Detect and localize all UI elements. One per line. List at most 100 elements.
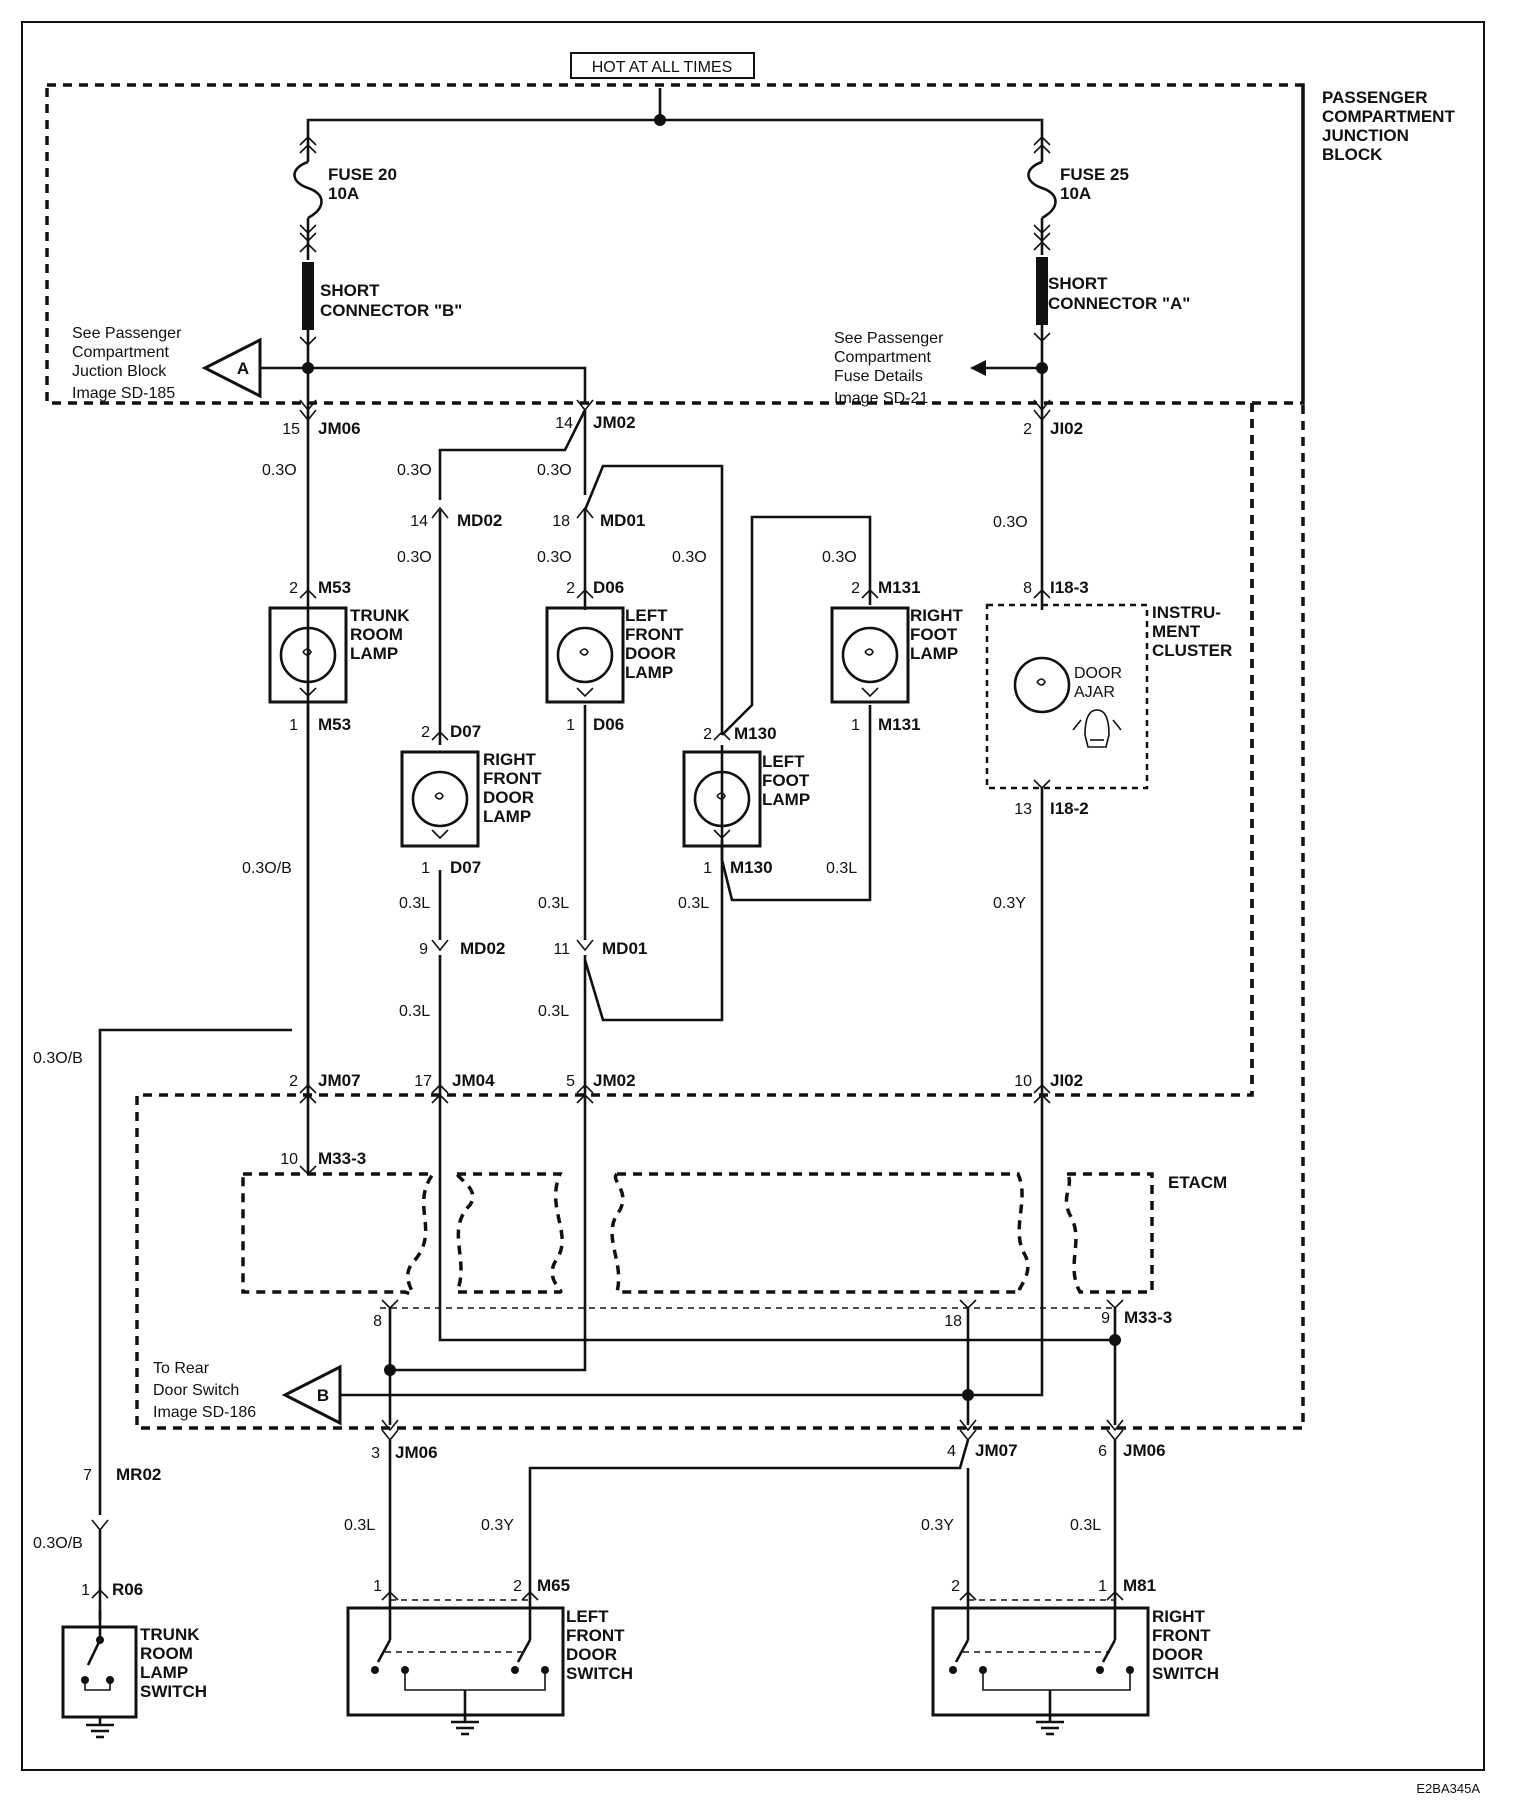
svg-text:Fuse Details: Fuse Details bbox=[834, 368, 923, 385]
svg-text:RIGHT: RIGHT bbox=[483, 750, 537, 769]
svg-text:DOOR: DOOR bbox=[1074, 665, 1122, 682]
svg-text:LAMP: LAMP bbox=[483, 807, 531, 826]
svg-text:2: 2 bbox=[289, 580, 298, 597]
fuse-20 bbox=[293, 160, 323, 220]
svg-text:JM07: JM07 bbox=[975, 1441, 1018, 1460]
svg-text:I18-2: I18-2 bbox=[1050, 799, 1089, 818]
instrument-cluster-box bbox=[985, 603, 1149, 790]
short-connector-b bbox=[302, 262, 314, 330]
svg-text:MD02: MD02 bbox=[460, 939, 505, 958]
ref-fuse-text: See Passenger Compartment Fuse Details I… bbox=[834, 330, 944, 407]
svg-text:DOOR: DOOR bbox=[625, 644, 676, 663]
svg-text:10: 10 bbox=[280, 1151, 298, 1168]
svg-text:0.3L: 0.3L bbox=[399, 1003, 430, 1020]
svg-text:See Passenger: See Passenger bbox=[72, 325, 182, 342]
pin-labels: 15 JM06 14 JM02 2 JI02 14 MD02 18 MD01 2… bbox=[81, 413, 1172, 1599]
svg-text:INSTRU-: INSTRU- bbox=[1152, 603, 1221, 622]
trunk-room-lamp-switch bbox=[61, 1610, 138, 1739]
svg-text:0.3O: 0.3O bbox=[537, 549, 572, 566]
svg-text:M130: M130 bbox=[730, 858, 773, 877]
svg-text:0.3O: 0.3O bbox=[537, 462, 572, 479]
svg-text:DOOR: DOOR bbox=[566, 1645, 617, 1664]
svg-text:0.3O/B: 0.3O/B bbox=[242, 860, 292, 877]
svg-text:LAMP: LAMP bbox=[350, 644, 398, 663]
svg-text:8: 8 bbox=[1023, 580, 1032, 597]
svg-text:ROOM: ROOM bbox=[140, 1644, 193, 1663]
left-front-door-lamp bbox=[545, 606, 625, 704]
svg-text:0.3Y: 0.3Y bbox=[921, 1517, 954, 1534]
svg-text:0.3L: 0.3L bbox=[538, 1003, 569, 1020]
fuse20-rating: 10A bbox=[328, 184, 359, 203]
left-front-door-switch bbox=[346, 1599, 565, 1736]
svg-text:13: 13 bbox=[1014, 801, 1032, 818]
svg-text:FOOT: FOOT bbox=[762, 771, 810, 790]
svg-text:LAMP: LAMP bbox=[625, 663, 673, 682]
svg-text:1: 1 bbox=[421, 860, 430, 877]
svg-text:2: 2 bbox=[951, 1578, 960, 1595]
svg-text:2: 2 bbox=[1023, 421, 1032, 438]
ref-b-letter: B bbox=[317, 1386, 329, 1405]
svg-text:MD01: MD01 bbox=[600, 511, 645, 530]
svg-text:JM06: JM06 bbox=[318, 419, 361, 438]
svg-text:TRUNK: TRUNK bbox=[140, 1625, 200, 1644]
svg-text:FRONT: FRONT bbox=[483, 769, 542, 788]
svg-text:COMPARTMENT: COMPARTMENT bbox=[1322, 107, 1455, 126]
svg-text:See Passenger: See Passenger bbox=[834, 330, 944, 347]
shorta-line2: CONNECTOR "A" bbox=[1048, 294, 1190, 313]
svg-text:Image SD-21: Image SD-21 bbox=[834, 390, 928, 407]
svg-text:PASSENGER: PASSENGER bbox=[1322, 88, 1428, 107]
svg-text:JM04: JM04 bbox=[452, 1071, 495, 1090]
svg-text:LAMP: LAMP bbox=[762, 790, 810, 809]
svg-text:M53: M53 bbox=[318, 715, 351, 734]
right-foot-lamp bbox=[830, 606, 910, 704]
right-front-door-switch bbox=[931, 1599, 1150, 1736]
etacm-label: ETACM bbox=[1168, 1173, 1227, 1192]
svg-text:0.3Y: 0.3Y bbox=[993, 895, 1026, 912]
svg-text:JUNCTION: JUNCTION bbox=[1322, 126, 1409, 145]
svg-text:2: 2 bbox=[421, 724, 430, 741]
svg-text:M33-3: M33-3 bbox=[1124, 1308, 1172, 1327]
svg-text:DOOR: DOOR bbox=[483, 788, 534, 807]
svg-text:Door Switch: Door Switch bbox=[153, 1382, 239, 1399]
svg-text:SWITCH: SWITCH bbox=[140, 1682, 207, 1701]
hot-label: HOT AT ALL TIMES bbox=[592, 59, 733, 76]
svg-text:LAMP: LAMP bbox=[140, 1663, 188, 1682]
svg-text:TRUNK: TRUNK bbox=[350, 606, 410, 625]
ref-b-text: To Rear Door Switch Image SD-186 bbox=[153, 1360, 256, 1421]
shortb-line1: SHORT bbox=[320, 281, 380, 300]
svg-text:1: 1 bbox=[373, 1578, 382, 1595]
svg-text:FRONT: FRONT bbox=[566, 1626, 625, 1645]
svg-text:1: 1 bbox=[1098, 1578, 1107, 1595]
svg-text:18: 18 bbox=[552, 513, 570, 530]
left-foot-lamp bbox=[682, 750, 762, 848]
svg-text:JM02: JM02 bbox=[593, 1071, 636, 1090]
svg-text:JM06: JM06 bbox=[1123, 1441, 1166, 1460]
door-ajar-lamp bbox=[1013, 656, 1071, 714]
svg-text:10: 10 bbox=[1014, 1073, 1032, 1090]
svg-text:Compartment: Compartment bbox=[834, 349, 931, 366]
rf-foot-lamp-label: RIGHT FOOT LAMP bbox=[910, 606, 964, 663]
svg-text:2: 2 bbox=[513, 1578, 522, 1595]
svg-text:1: 1 bbox=[289, 717, 298, 734]
footer-code: E2BA345A bbox=[1416, 1781, 1480, 1796]
fuse-details-arrow bbox=[970, 360, 986, 376]
right-front-door-lamp bbox=[400, 750, 480, 848]
svg-text:1: 1 bbox=[851, 717, 860, 734]
svg-text:0.3O: 0.3O bbox=[672, 549, 707, 566]
svg-text:MD01: MD01 bbox=[602, 939, 647, 958]
page-frame bbox=[21, 21, 1485, 1771]
svg-text:Compartment: Compartment bbox=[72, 344, 169, 361]
svg-text:To Rear: To Rear bbox=[153, 1360, 210, 1377]
lf-door-lamp-label: LEFT FRONT DOOR LAMP bbox=[625, 606, 684, 682]
svg-text:JI02: JI02 bbox=[1050, 1071, 1083, 1090]
svg-text:1: 1 bbox=[81, 1582, 90, 1599]
svg-text:2: 2 bbox=[289, 1073, 298, 1090]
svg-text:6: 6 bbox=[1098, 1443, 1107, 1460]
svg-text:JM06: JM06 bbox=[395, 1443, 438, 1462]
svg-text:MD02: MD02 bbox=[457, 511, 502, 530]
svg-text:0.3L: 0.3L bbox=[1070, 1517, 1101, 1534]
svg-text:JM02: JM02 bbox=[593, 413, 636, 432]
svg-text:FRONT: FRONT bbox=[625, 625, 684, 644]
svg-text:0.3O/B: 0.3O/B bbox=[33, 1535, 83, 1552]
